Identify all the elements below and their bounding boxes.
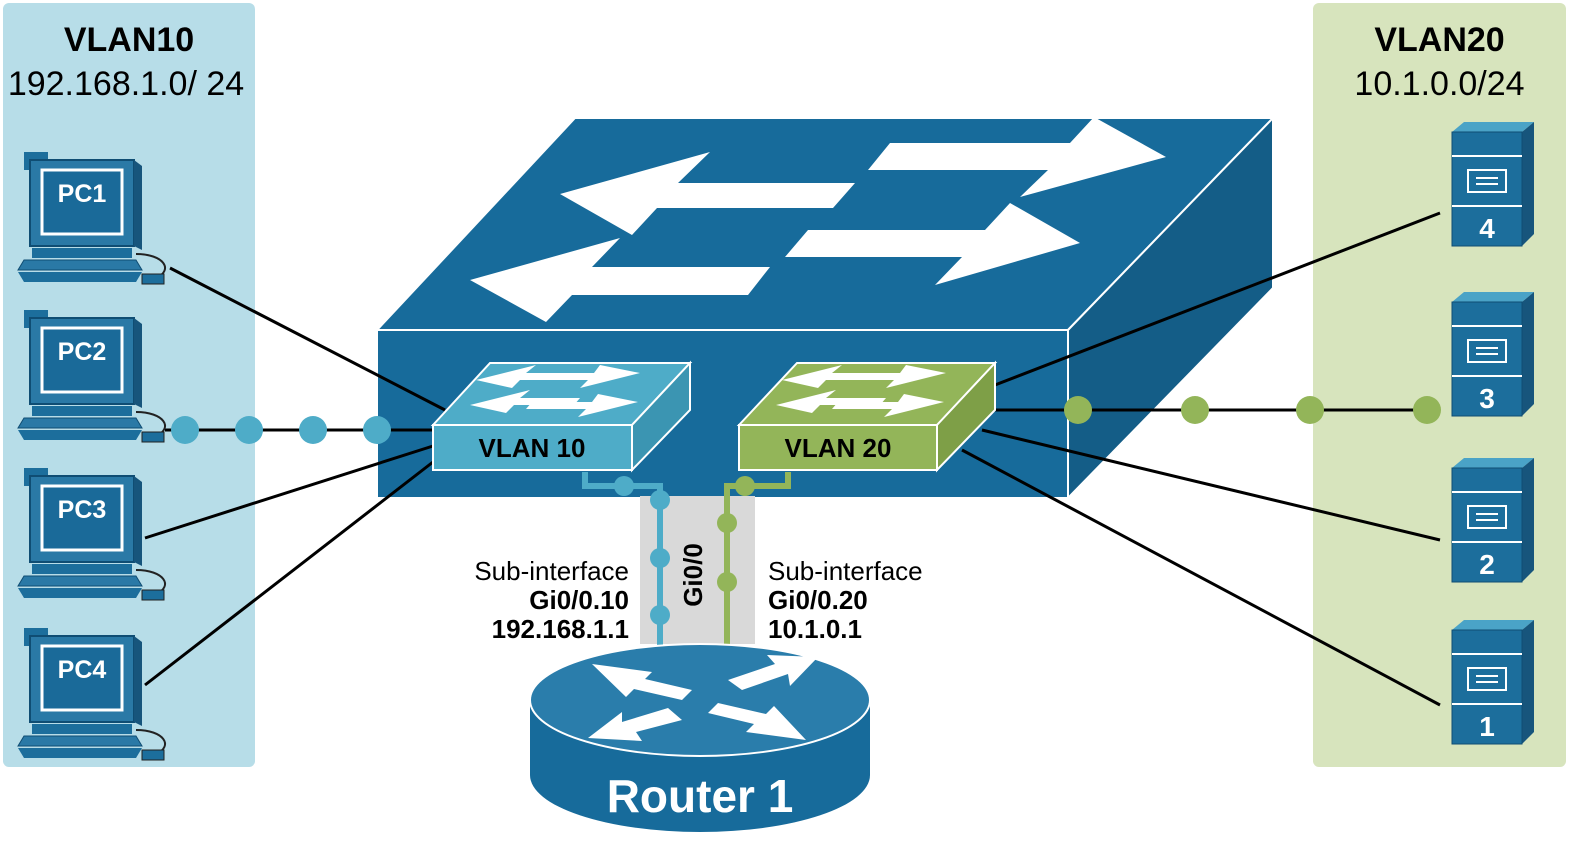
subinterface-10-caption: Sub-interface <box>474 556 629 586</box>
router-label: Router 1 <box>607 770 794 822</box>
server-label: 3 <box>1479 383 1495 414</box>
server-label: 4 <box>1479 213 1495 244</box>
vlan10-switch: VLAN 10 <box>430 360 693 473</box>
server-2[interactable]: 2 <box>1451 457 1535 583</box>
vlan10-title: VLAN10 <box>63 21 195 59</box>
pc-label: PC4 <box>58 656 107 684</box>
subinterface-20-caption: Sub-interface <box>768 556 923 586</box>
vlan10-link-dots <box>171 416 391 444</box>
server-label: 1 <box>1479 711 1495 742</box>
subinterface-10-ip: 192.168.1.1 <box>491 614 629 644</box>
pc-4[interactable]: PC4 <box>16 626 167 762</box>
vlan20-switch-label: VLAN 20 <box>785 433 892 463</box>
switch-arrow-right-icon <box>785 203 1080 285</box>
pc-2[interactable]: PC2 <box>16 308 167 444</box>
switch-arrow-left-icon <box>560 152 855 235</box>
pc-label: PC3 <box>58 496 107 524</box>
subinterface-20-label: Sub-interface Gi0/0.20 10.1.0.1 <box>768 557 923 644</box>
pc-label: PC2 <box>58 338 107 366</box>
vlan20-title: VLAN20 <box>1374 21 1505 59</box>
subinterface-20-ip: 10.1.0.1 <box>768 614 862 644</box>
vlan20-link-dots <box>1064 396 1441 424</box>
pc-label: PC1 <box>58 180 107 208</box>
subinterface-10-label: Sub-interface Gi0/0.10 192.168.1.1 <box>474 557 629 644</box>
pc-1[interactable]: PC1 <box>16 150 167 286</box>
vlan20-subnet: 10.1.0.0/24 <box>1354 65 1525 103</box>
switch-arrow-left-icon <box>470 238 770 322</box>
vlan10-subnet: 192.168.1.0/ 24 <box>7 65 245 103</box>
server-4[interactable]: 4 <box>1451 121 1535 247</box>
vlan20-switch: VLAN 20 <box>736 360 998 473</box>
router: Router 1 <box>529 643 871 832</box>
pc-3[interactable]: PC3 <box>16 466 167 602</box>
subinterface-10-name: Gi0/0.10 <box>529 585 629 615</box>
server-3[interactable]: 3 <box>1451 291 1535 417</box>
server-1[interactable]: 1 <box>1451 619 1535 745</box>
vlan20-trunk-path <box>724 472 791 650</box>
vlan10-trunk-dots <box>614 476 670 625</box>
trunk-interface-label: Gi0/0 <box>678 543 708 607</box>
vlan20-trunk-dots <box>717 476 755 592</box>
router-arrows-icon <box>588 655 818 741</box>
vlan10-switch-label: VLAN 10 <box>479 433 586 463</box>
switch-arrow-right-icon <box>868 117 1166 197</box>
server-label: 2 <box>1479 549 1495 580</box>
subinterface-20-name: Gi0/0.20 <box>768 585 868 615</box>
